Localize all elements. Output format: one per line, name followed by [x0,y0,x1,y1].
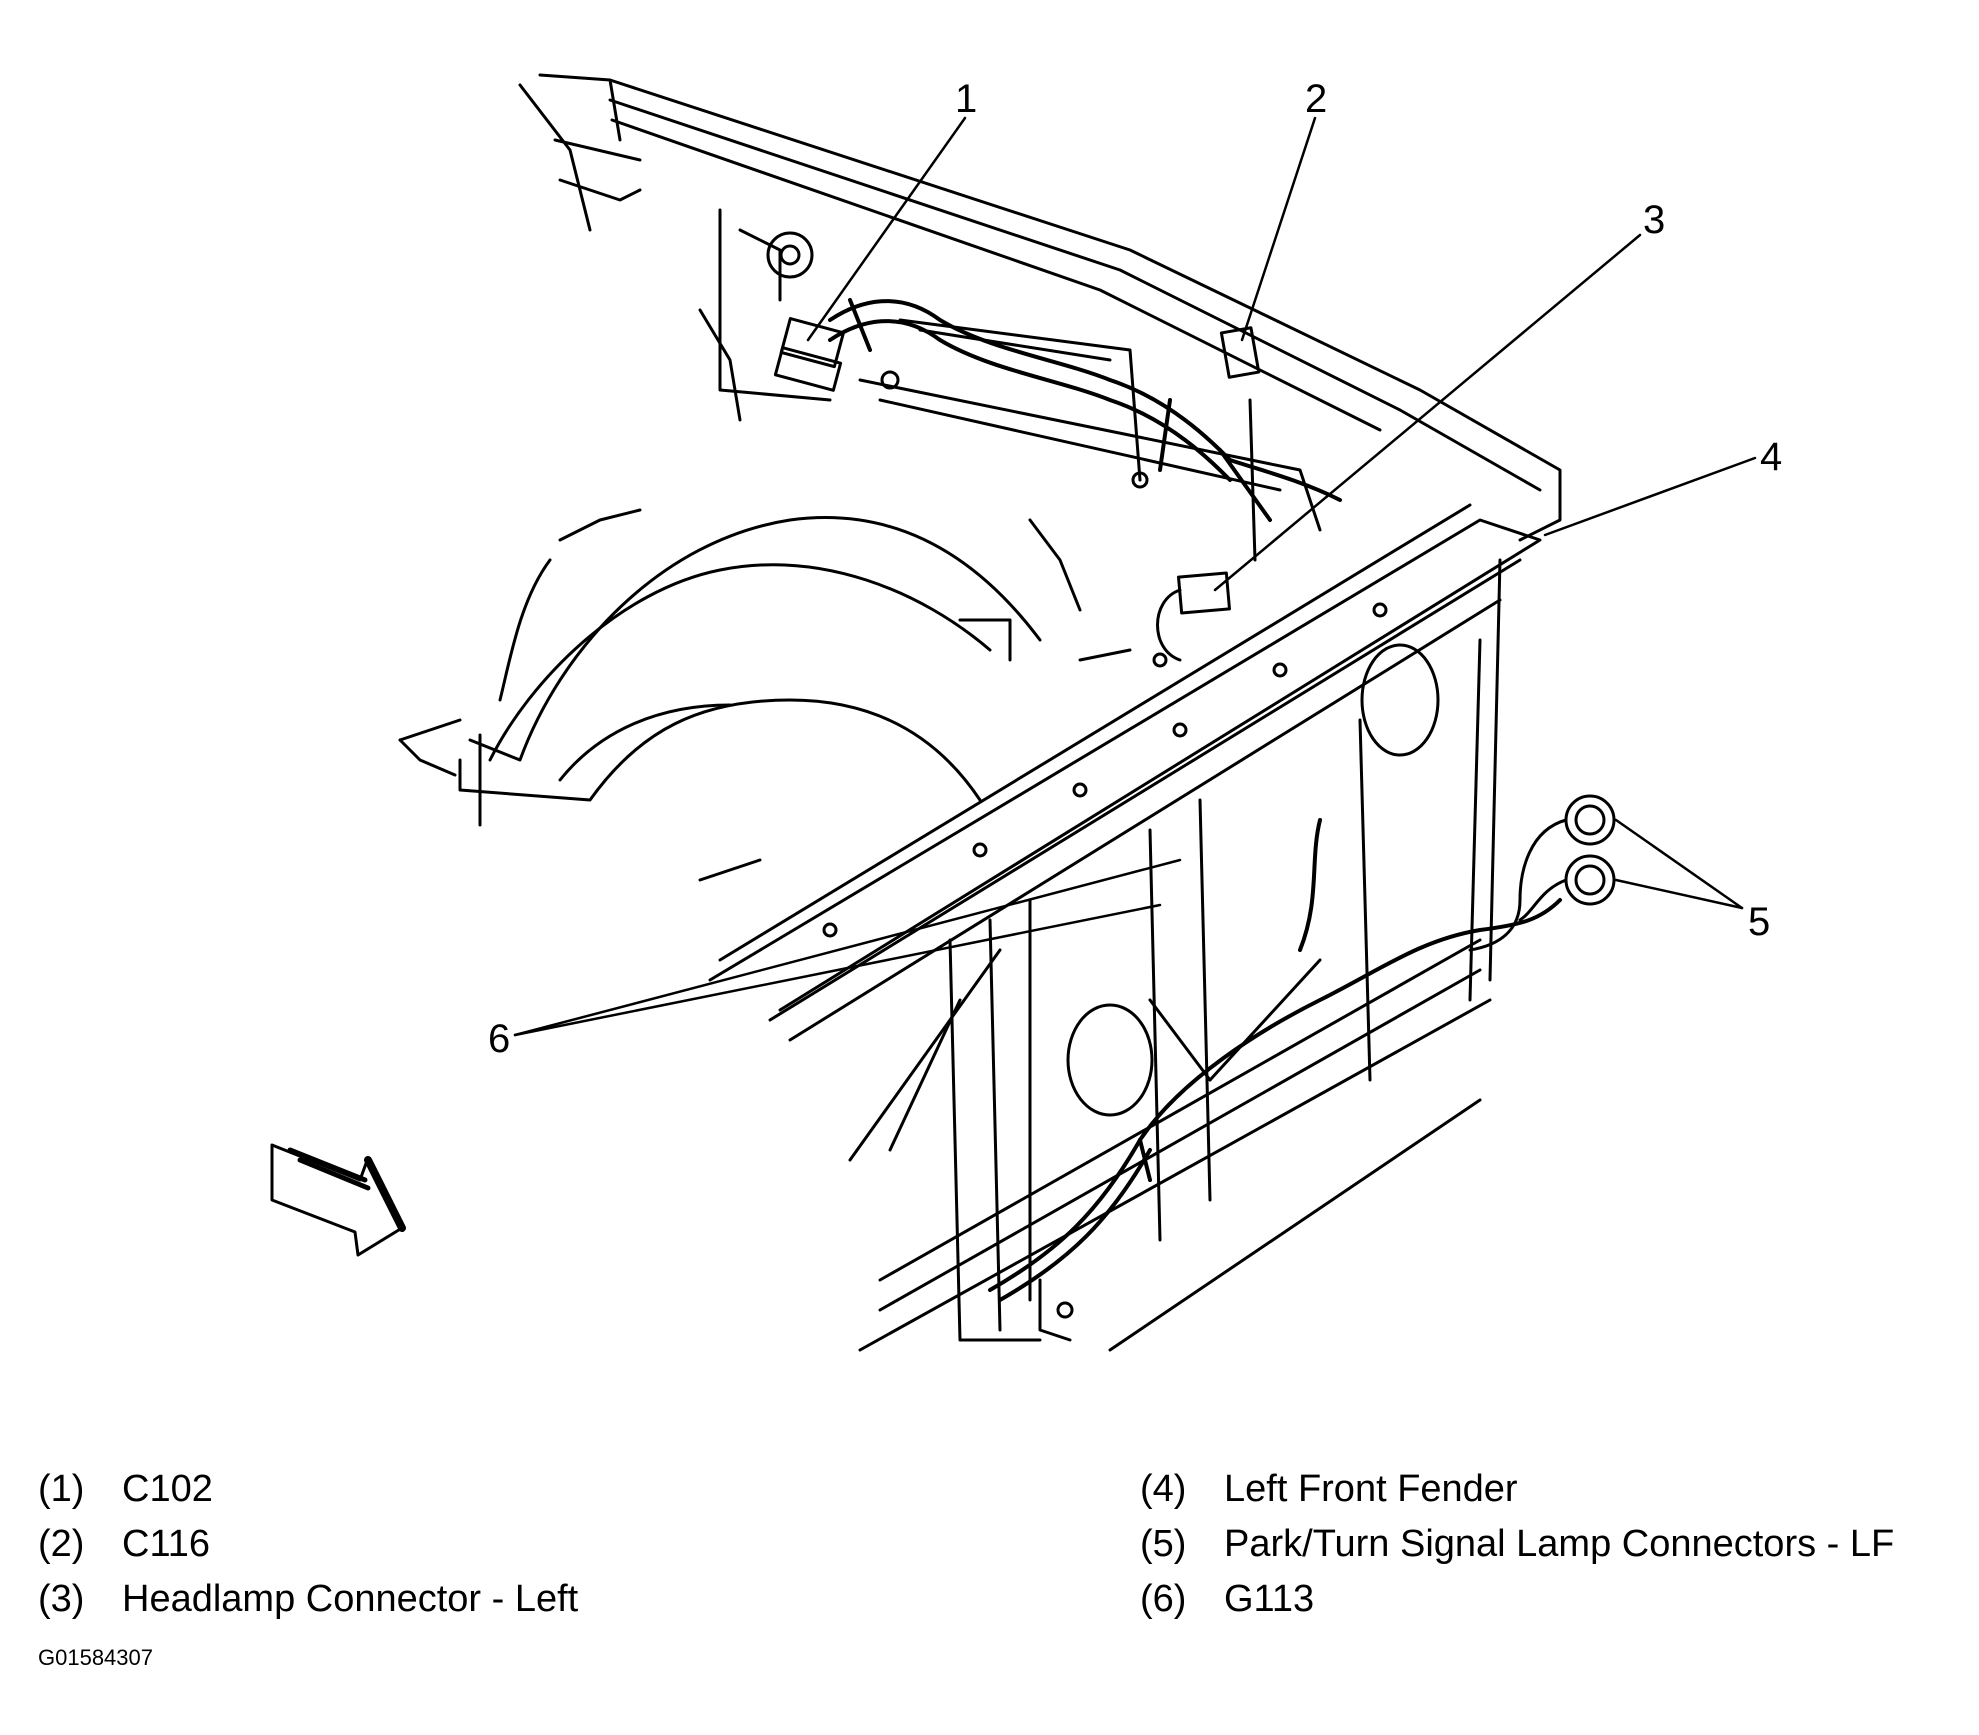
wiring-harness [828,298,1342,522]
legend-item-5: (5) Park/Turn Signal Lamp Connectors - LF [1140,1525,1894,1563]
legend-item-3: (3) Headlamp Connector - Left [38,1580,578,1618]
callout-6: 6 [488,1017,510,1061]
engine-compartment-drawing: 1 2 3 4 5 6 [270,73,1782,1352]
wheel-well [398,508,1132,827]
radiator-support [708,503,1542,1042]
legend-item-4: (4) Left Front Fender [1140,1470,1518,1508]
legend-label: C102 [122,1468,213,1510]
legend-number: (3) [38,1578,85,1620]
legend-label: G113 [1224,1578,1315,1620]
legend-number: (2) [38,1523,85,1565]
legend-label: Left Front Fender [1224,1468,1518,1510]
legend-number: (4) [1140,1468,1187,1510]
leader-lines [513,116,1757,1037]
figure-code: G01584307 [38,1645,153,1670]
connector-c116 [1219,326,1261,379]
connector-c102 [773,317,845,392]
leader-line-4 [1543,456,1757,537]
legend-item-1: (1) C102 [38,1470,213,1508]
leader-line-1 [806,116,967,342]
leader-line-6b [513,903,1162,1037]
legend-number: (6) [1140,1578,1187,1620]
connector-headlamp-left [1156,571,1231,662]
inner-fender-panel [698,208,1322,562]
legend-label: Headlamp Connector - Left [122,1578,579,1620]
legend-item-2: (2) C116 [38,1525,210,1563]
leader-line-3 [1213,233,1642,592]
park-turn-connectors [1468,794,1616,952]
legend-number: (5) [1140,1523,1187,1565]
legend-number: (1) [38,1468,85,1510]
callout-4: 4 [1760,435,1782,479]
callout-2: 2 [1305,77,1327,121]
leader-line-5b [1614,878,1744,910]
legend-item-6: (6) G113 [1140,1580,1314,1618]
direction-arrow-icon [270,1143,406,1257]
hood-outline [518,73,1562,542]
frame-lines [698,858,1482,1352]
front-harness [988,818,1562,1302]
legend-label: Park/Turn Signal Lamp Connectors - LF [1224,1523,1895,1565]
front-panel [858,558,1502,1352]
legend-label: C116 [122,1523,211,1565]
callout-3: 3 [1643,198,1665,242]
leader-line-6a [513,858,1182,1037]
callout-5: 5 [1748,900,1770,944]
callout-1: 1 [955,77,977,121]
leader-line-2 [1240,116,1317,342]
leader-line-5a [1614,818,1744,910]
